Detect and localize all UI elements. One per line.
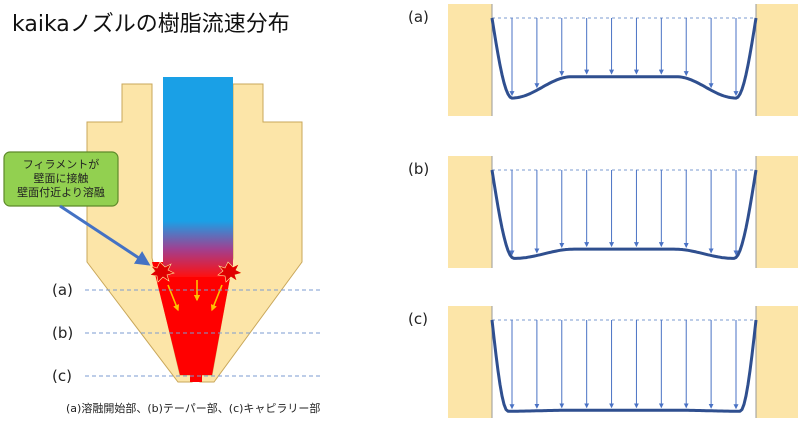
wall-left: [448, 156, 492, 268]
wall-right: [756, 4, 798, 116]
flow-arrow: [167, 284, 180, 312]
panel-label-c: (c): [408, 310, 428, 328]
level-label-c: (c): [52, 367, 72, 385]
level-label-b: (b): [52, 324, 73, 342]
level-label-a: (a): [52, 281, 73, 299]
velocity-profile-curve: [490, 319, 758, 413]
wall-left: [448, 4, 492, 116]
callout: フィラメントが 壁面に接触 壁面付近より溶融: [3, 151, 151, 266]
wall-right: [756, 156, 798, 268]
callout-line-1: フィラメントが: [23, 157, 99, 171]
wall-left: [448, 306, 492, 418]
flow-arrow: [210, 284, 223, 312]
velocity-panel-b: (b): [408, 156, 798, 268]
filament: [163, 77, 233, 277]
nozzle-orifice: [190, 372, 202, 382]
velocity-panel-a: (a): [408, 4, 798, 116]
wall-right: [756, 306, 798, 418]
velocity-profile-curve: [490, 169, 758, 260]
melt-spark-right: [217, 261, 243, 283]
velocity-profile-curve: [490, 17, 758, 100]
panel-label-b: (b): [408, 160, 429, 178]
caption: (a)溶融開始部、(b)テーパー部、(c)キャピラリー部: [66, 401, 320, 415]
page-title: kaikaノズルの樹脂流速分布: [12, 12, 290, 37]
velocity-panels: (a) (b) (c): [408, 4, 798, 418]
velocity-panel-c: (c): [408, 306, 798, 418]
callout-line-2: 壁面に接触: [34, 171, 89, 185]
melt-spark-left: [149, 261, 175, 283]
callout-line-3: 壁面付近より溶融: [17, 185, 105, 199]
panel-label-a: (a): [408, 8, 429, 26]
callout-arrow: [59, 204, 151, 266]
nozzle: [86, 77, 303, 383]
